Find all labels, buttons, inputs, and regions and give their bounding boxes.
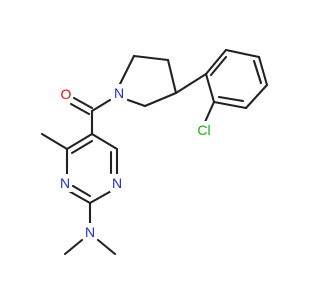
pyrrolidine-nitrogen-label: N <box>114 85 124 101</box>
bond-aryl-inner-4-5 <box>252 59 263 85</box>
chlorine-atom: Cl <box>193 121 215 139</box>
atom-label-layer: O N Cl N N N <box>58 84 215 241</box>
bond-pym-c2-n1 <box>88 188 115 205</box>
dimethylamino-nitrogen-atom: N <box>83 223 97 241</box>
bond-pyrrolidine-n-c2 <box>118 54 136 86</box>
bond-pyrrolidine-c2-c3 <box>132 54 170 62</box>
bond-pym-n3-c2 <box>65 188 92 205</box>
dimethylamino-nitrogen-label: N <box>85 224 95 240</box>
bond-aryl-4-5 <box>257 55 269 87</box>
bond-pyrrolidine-c5-n <box>126 98 147 108</box>
bond-pyrrolidine-c4-c5 <box>143 91 178 108</box>
bond-carbonyl-double-b <box>69 102 91 116</box>
pyrimidine-nitrogen-1-atom: N <box>110 174 124 192</box>
pyrimidine-nitrogen-3-atom: N <box>58 174 72 192</box>
bond-aryl-3-4 <box>244 83 269 110</box>
bond-aryl-6-1 <box>204 48 228 76</box>
bond-carbonyl-npyr <box>90 98 112 113</box>
bond-methyl <box>40 132 69 151</box>
bond-pym-inner-n3-c2 <box>71 184 92 198</box>
bond-layer <box>40 48 269 256</box>
oxygen-atom: O <box>59 84 73 102</box>
bond-aryl-2-3 <box>212 100 248 110</box>
pyrimidine-nitrogen-1-label: N <box>112 175 122 191</box>
bond-namine-me-left <box>63 238 84 256</box>
bond-pym-c6-c5 <box>90 132 119 151</box>
bond-aryl-inner-2-3 <box>217 95 245 103</box>
bond-aryl-cl <box>203 100 216 124</box>
bond-namine-me-right <box>96 238 117 256</box>
bond-aryl-inner-6-1 <box>209 55 228 77</box>
pyrimidine-nitrogen-3-label: N <box>60 175 70 191</box>
molecule-structure-diagram: O N Cl N N N <box>40 48 269 256</box>
bond-aryl-5-6 <box>224 48 261 59</box>
bond-c4-aryl <box>174 72 208 95</box>
oxygen-label: O <box>61 86 72 102</box>
bond-pym-c5-c4 <box>65 132 94 151</box>
bond-aryl-1-2 <box>204 72 216 104</box>
chlorine-label: Cl <box>197 122 210 138</box>
bond-carbonyl-double-a <box>72 96 94 110</box>
pyrrolidine-nitrogen-atom: N <box>112 84 126 102</box>
bond-pyrrolidine-c3-c4 <box>166 58 178 95</box>
bond-pym-inner-c5-c4 <box>70 139 94 155</box>
